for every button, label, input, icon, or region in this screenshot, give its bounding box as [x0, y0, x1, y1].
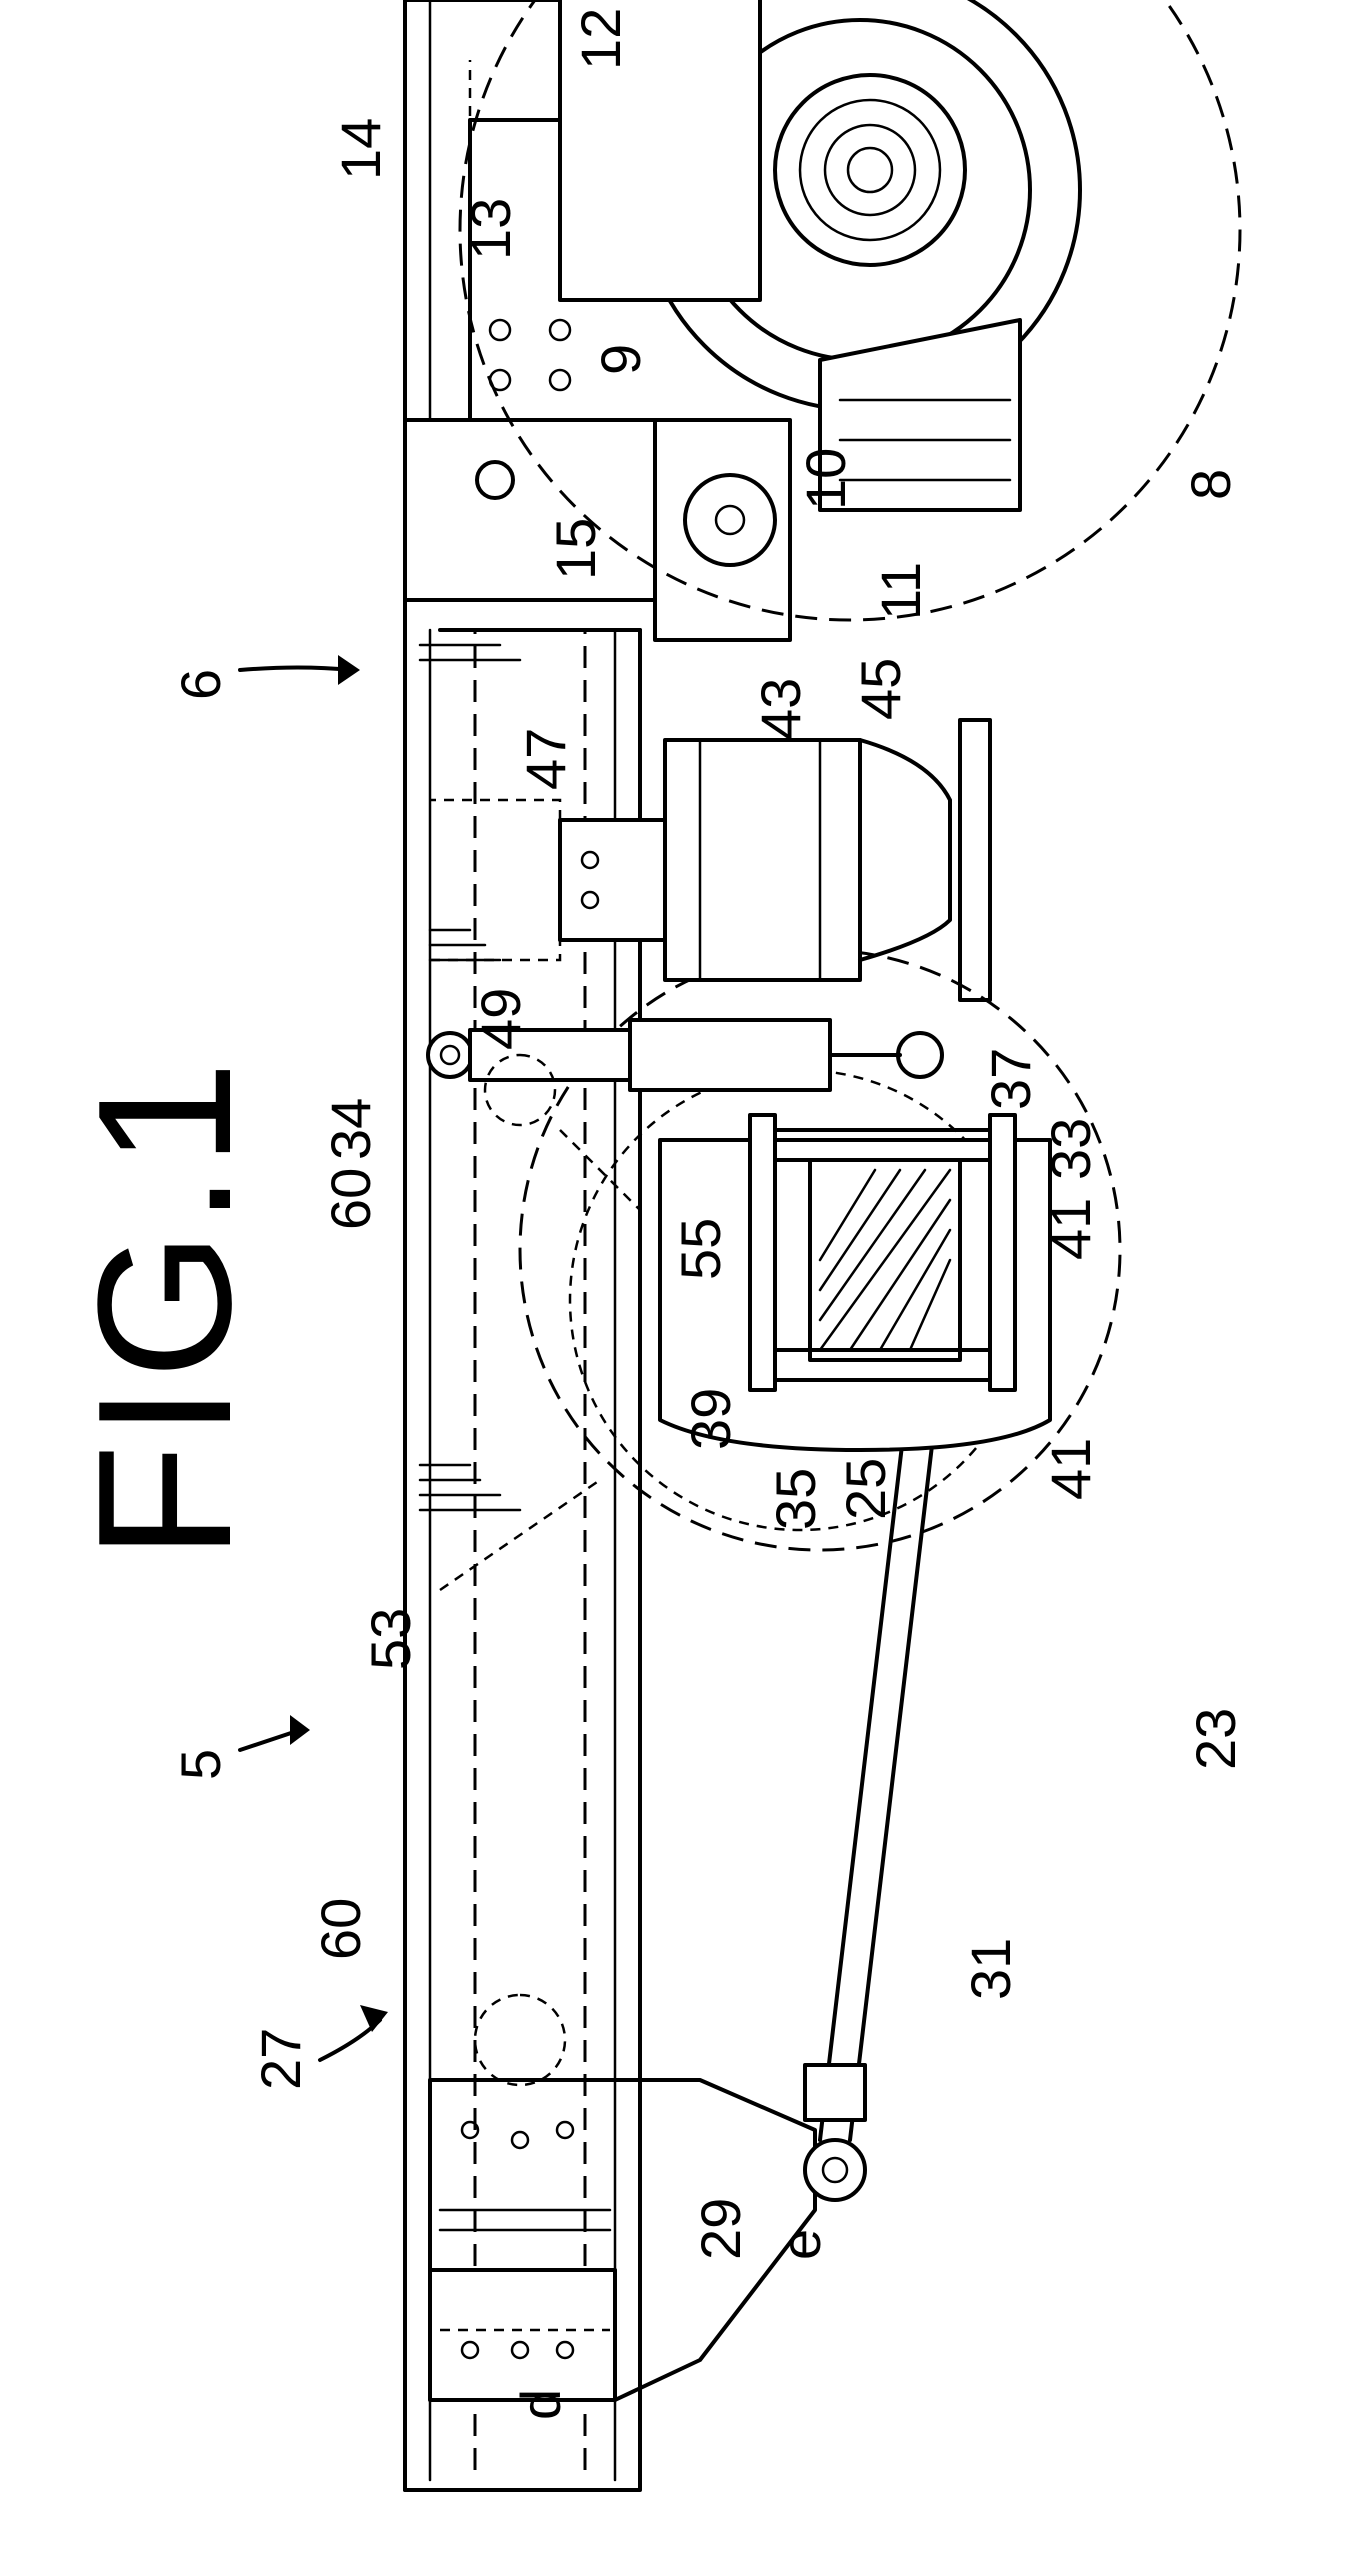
- label-47: 47: [514, 728, 577, 790]
- front-wheel-outline: [458, 0, 1242, 622]
- label-6: 6: [169, 669, 232, 700]
- label-25: 25: [834, 1458, 897, 1520]
- label-35: 35: [764, 1468, 827, 1530]
- label-60b: 60: [319, 1168, 382, 1230]
- spring-axle-assembly: [658, 1113, 1052, 1452]
- labels: FIG.1 5 6 8 9 10 11 12 13 14 15 23 25 27…: [59, 8, 1247, 2420]
- dashed-line-53: [439, 1478, 601, 1592]
- label-12: 12: [569, 8, 632, 70]
- air-spring: [430, 718, 992, 1002]
- label-33: 33: [1039, 1118, 1102, 1180]
- cross-member: [403, 0, 762, 422]
- pivot-60-right: [483, 1053, 557, 1127]
- label-31: 31: [959, 1938, 1022, 2000]
- label-29: 29: [689, 2198, 752, 2260]
- label-d: d: [509, 2389, 572, 2420]
- hanger-bracket: [428, 1993, 867, 2402]
- figure-title: FIG.1: [59, 1055, 271, 1560]
- label-11: 11: [869, 562, 932, 620]
- label-14: 14: [329, 118, 392, 180]
- label-5: 5: [169, 1749, 232, 1780]
- label-e: e: [769, 2229, 832, 2260]
- label-45: 45: [849, 658, 912, 720]
- label-49: 49: [469, 988, 532, 1050]
- label-27: 27: [249, 2028, 312, 2090]
- label-41b: 41: [1039, 1438, 1102, 1500]
- label-55: 55: [669, 1218, 732, 1280]
- label-23: 23: [1184, 1708, 1247, 1770]
- label-8: 8: [1179, 469, 1242, 500]
- label-43: 43: [749, 678, 812, 740]
- label-41a: 41: [1039, 1198, 1102, 1260]
- label-39: 39: [679, 1388, 742, 1450]
- label-13: 13: [459, 198, 522, 260]
- leader-arrows: [238, 655, 388, 2062]
- label-60a: 60: [309, 1898, 372, 1960]
- label-15: 15: [544, 518, 607, 580]
- label-10: 10: [794, 448, 857, 510]
- label-34: 34: [319, 1098, 382, 1160]
- label-53: 53: [359, 1608, 422, 1670]
- label-9: 9: [589, 344, 652, 375]
- dashed-line-55: [559, 1129, 641, 1211]
- label-37: 37: [979, 1048, 1042, 1110]
- shock-absorber: [426, 1018, 944, 1092]
